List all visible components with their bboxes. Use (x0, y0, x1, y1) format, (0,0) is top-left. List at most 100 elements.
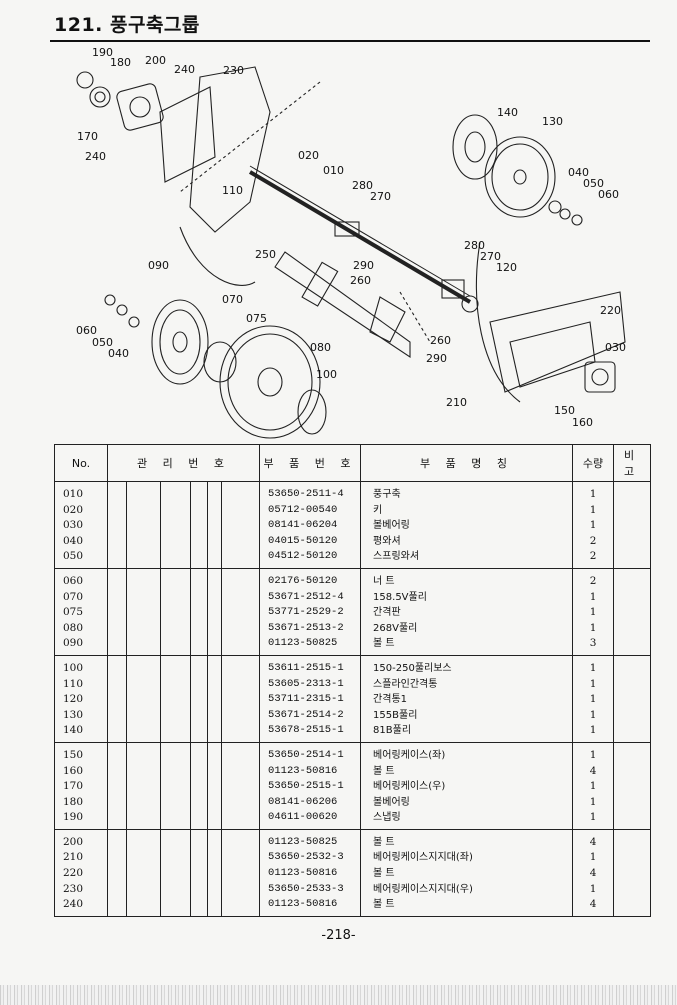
header-remarks: 비 고 (613, 444, 652, 482)
cell-qty-value: 1 (589, 661, 597, 674)
callout-label: 290 (426, 352, 447, 365)
cell-mgmt-no (190, 567, 208, 656)
cell-part-no-value: 53671-2514-2 (268, 708, 344, 721)
callout-label: 050 (583, 177, 604, 190)
cell-part-name-value: 스냅링 (373, 812, 401, 824)
callout-label: 240 (174, 63, 195, 76)
cell-part-name-value: 155B풀리 (373, 709, 418, 721)
cell-qty-value: 1 (589, 693, 597, 706)
cell-mgmt-no (207, 481, 222, 569)
header-mgmt-no: 관 리 번 호 (106, 444, 261, 482)
cell-qty-value: 2 (589, 534, 597, 547)
cell-no-value: 075 (63, 606, 84, 619)
cell-qty-value: 3 (589, 637, 597, 650)
cell-mgmt-no (107, 741, 127, 830)
cell-mgmt-no (126, 741, 161, 830)
callout-label: 260 (350, 274, 371, 287)
cell-part-name-value: 베어링케이스(좌) (373, 749, 446, 761)
cell-mgmt-no (220, 828, 261, 917)
cell-qty-value: 1 (589, 519, 597, 532)
cell-part-no-value: 53611-2515-1 (268, 661, 344, 674)
cell-part-no-value: 01123-50825 (268, 835, 338, 848)
cell-part-name-value: 81B풀리 (373, 725, 412, 737)
cell-part-no-value: 53711-2315-1 (268, 693, 344, 706)
cell-mgmt-no (207, 741, 222, 830)
callout-label: 090 (148, 259, 169, 272)
callout-label: 130 (542, 115, 563, 128)
cell-no-value: 130 (63, 708, 84, 721)
callout-label: 040 (108, 347, 129, 360)
cell-no-value: 010 (63, 488, 84, 500)
cell-part-name-value: 268V풀리 (373, 622, 418, 634)
cell-qty-value: 1 (589, 780, 597, 793)
callout-label: 200 (145, 54, 166, 67)
cell-no-value: 230 (63, 882, 84, 895)
callout-label: 120 (496, 261, 517, 274)
cell-remarks (613, 741, 652, 830)
cell-part-no-value: 53650-2532-3 (268, 851, 344, 864)
cell-qty-value: 1 (589, 851, 597, 864)
cell-part-no-value: 53650-2515-1 (268, 780, 344, 793)
callout-label: 075 (246, 312, 267, 325)
cell-no-value: 040 (63, 534, 84, 547)
callout-label: 230 (223, 64, 244, 77)
cell-no-value: 020 (63, 503, 84, 516)
cell-remarks (613, 654, 652, 743)
callout-label: 270 (370, 190, 391, 203)
callout-label: 180 (110, 56, 131, 69)
cell-no-value: 190 (63, 811, 84, 824)
cell-no-value: 090 (63, 637, 84, 650)
cell-part-name-value: 볼 트 (373, 836, 395, 848)
cell-part-name-value: 볼 트 (373, 638, 395, 650)
header-qty: 수량 (572, 444, 615, 482)
title-rule (50, 40, 650, 42)
cell-part-no-value: 53678-2515-1 (268, 724, 344, 737)
cell-part-name-value: 간격판 (373, 607, 401, 619)
callout-label: 100 (316, 368, 337, 381)
cell-part-no-value: 53605-2313-1 (268, 677, 344, 690)
cell-mgmt-no (207, 654, 222, 743)
cell-part-name-value: 볼베어링 (373, 796, 410, 808)
cell-part-no-value: 53671-2512-4 (268, 590, 344, 603)
callout-label: 270 (480, 250, 501, 263)
callout-label: 060 (598, 188, 619, 201)
cell-qty-value: 1 (589, 811, 597, 824)
cell-part-name-value: 볼 트 (373, 765, 395, 777)
cell-qty-value: 2 (589, 574, 597, 587)
cell-mgmt-no (126, 567, 161, 656)
cell-remarks (613, 481, 652, 569)
cell-part-name-value: 베어링케이스지지대(좌) (373, 852, 473, 864)
cell-part-no-value: 04611-00620 (268, 811, 338, 824)
cell-part-name-value: 158.5V풀리 (373, 591, 427, 603)
page-title: 121. 풍구축그룹 (54, 14, 200, 36)
callout-label: 020 (298, 149, 319, 162)
cell-mgmt-no (107, 828, 127, 917)
callout-label: 280 (464, 239, 485, 252)
cell-part-no-value: 08141-06204 (268, 519, 338, 532)
cell-part-no-value: 04015-50120 (268, 534, 338, 547)
cell-qty-value: 4 (589, 835, 597, 848)
cell-mgmt-no (126, 481, 161, 569)
cell-no-value: 030 (63, 519, 84, 532)
cell-qty-value: 1 (589, 724, 597, 737)
callout-label: 190 (92, 46, 113, 59)
callout-label: 260 (430, 334, 451, 347)
table-header-row: No. 관 리 번 호 부 품 번 호 부 품 명 칭 수량 비 고 (54, 444, 652, 482)
cell-no-value: 060 (63, 574, 84, 587)
cell-mgmt-no (160, 741, 191, 830)
callout-label: 050 (92, 336, 113, 349)
cell-part-no-value: 02176-50120 (268, 574, 338, 587)
callout-label: 170 (77, 130, 98, 143)
cell-part-no-value: 53650-2514-1 (268, 748, 344, 761)
cell-part-no-value: 01123-50816 (268, 867, 338, 880)
cell-part-name-value: 베어링케이스지지대(우) (373, 883, 473, 895)
cell-no-value: 150 (63, 748, 84, 761)
